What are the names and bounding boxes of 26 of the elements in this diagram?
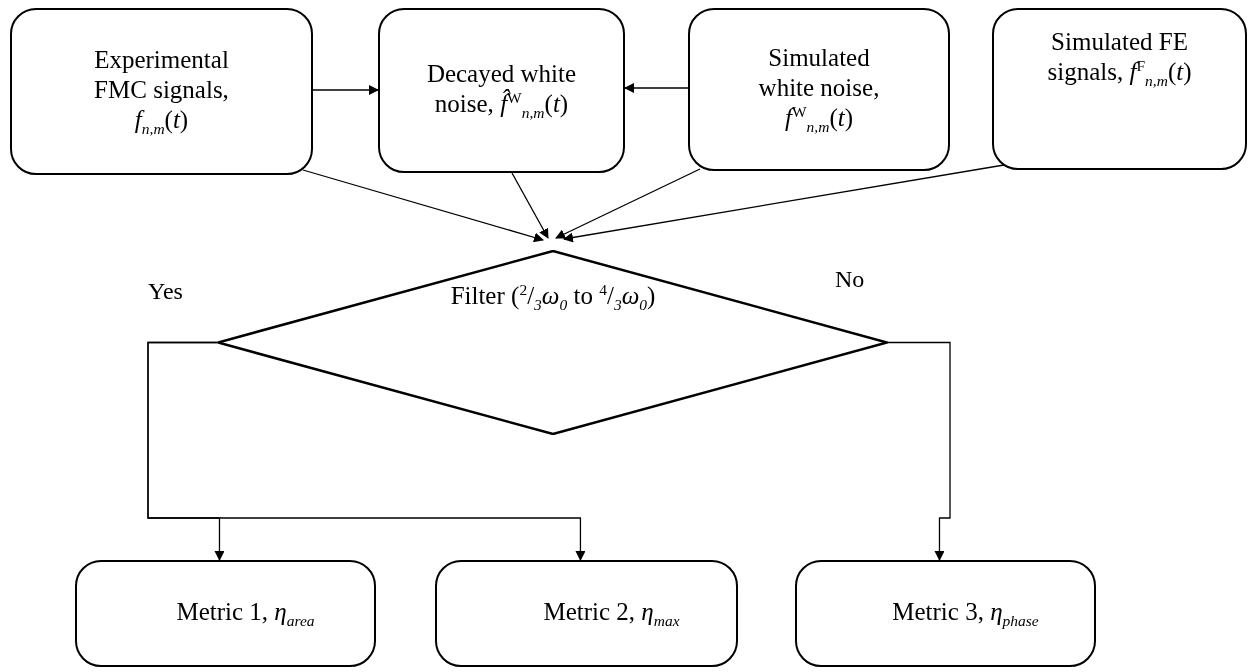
arrow — [312, 85, 379, 95]
process-box — [75, 560, 376, 667]
node-text: Metric 3, η$_{phase}$ — [892, 596, 1039, 631]
arrow — [563, 164, 1005, 243]
arrow — [887, 341, 951, 561]
branch-label: Yes — [148, 278, 183, 305]
node-text: Simulated white noise, f$^{W}$$_{n,m}$(t) — [757, 42, 881, 137]
node-text: Simulated FE signals, f$^{F}$$_{n,m}$(t) — [1046, 27, 1193, 91]
node-text: Experimental FMC signals, f$_{n,m}$(t) — [93, 44, 230, 139]
node-text: Decayed white noise, f̂$^{W}$$_{n,m}$(t) — [425, 58, 578, 123]
arrow — [555, 168, 701, 239]
node-text: Filter ($^{2}$/$_{3}$ω$_{0}$ to $^{4}$/$_{3}$ω$_{0}$) — [450, 280, 656, 315]
process-box — [688, 8, 950, 171]
process-box — [10, 8, 313, 175]
process-box — [992, 8, 1247, 170]
process-box — [435, 560, 738, 667]
node-text: Metric 2, η$_{max}$ — [543, 596, 680, 631]
arrow — [624, 83, 689, 93]
process-box — [795, 560, 1096, 667]
process-box — [378, 8, 625, 173]
branch-label: No — [835, 266, 865, 293]
arrow — [302, 169, 544, 243]
arrow — [147, 341, 586, 561]
node-text: Metric 1, η$_{area}$ — [176, 596, 315, 631]
decision-diamond — [218, 250, 888, 435]
arrow — [511, 172, 549, 239]
